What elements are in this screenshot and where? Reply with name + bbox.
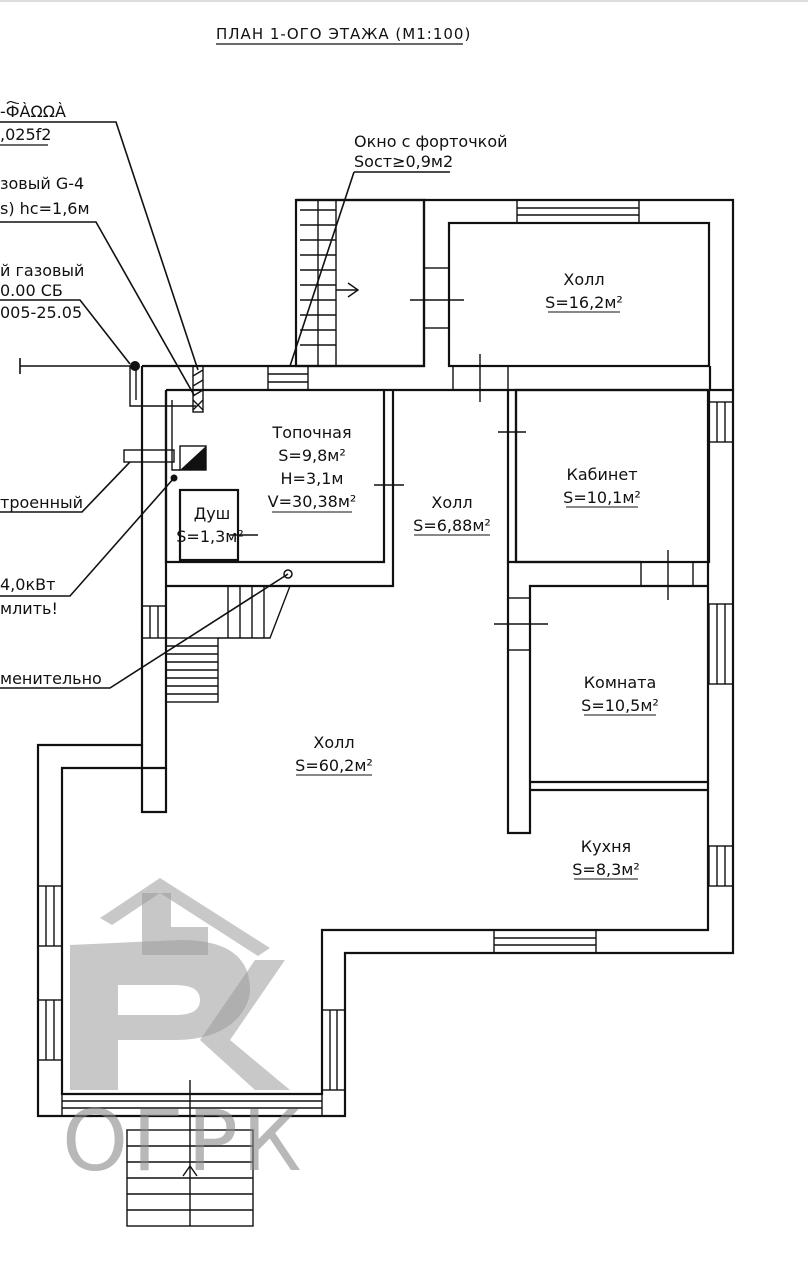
built-in-annotation: троенный xyxy=(0,493,83,512)
hall-top-area: S=16,2м² xyxy=(545,293,623,312)
watermark-text: ОГРК xyxy=(62,1092,306,1190)
gas-annotation-line-1: -Ф҇ÀΩΩÀ xyxy=(0,101,66,121)
watermark-logo: ОГРК xyxy=(62,878,306,1190)
annotations: -Ф҇ÀΩΩÀ ,025f2 зовый G-4 s) hc=1,6м й га… xyxy=(0,101,508,688)
window-annotation-line-1: Окно с форточкой xyxy=(354,132,508,151)
stair-inner xyxy=(165,585,292,703)
meter-annotation-line-1: зовый G-4 xyxy=(0,174,84,193)
plan-title: ПЛАН 1-ОГО ЭТАЖА (М1:100) xyxy=(216,25,471,43)
hall-main-name: Холл xyxy=(313,733,354,752)
valve-annotation-line-1: й газовый xyxy=(0,261,84,280)
office-name: Кабинет xyxy=(566,465,637,484)
kitchen-name: Кухня xyxy=(581,837,631,856)
interior-walls xyxy=(37,388,734,1117)
shower-area: S=1,3м² xyxy=(176,527,244,546)
leader-lines xyxy=(0,121,450,689)
power-annotation-line-1: 4,0кВт xyxy=(0,575,55,594)
gas-annotation-line-2: ,025f2 xyxy=(0,125,51,144)
gas-equipment xyxy=(19,358,207,482)
entrance-stair xyxy=(126,1080,254,1227)
office-area: S=10,1м² xyxy=(563,488,641,507)
window-annotation-line-2: Sост≥0,9м2 xyxy=(354,152,453,171)
valve-annotation-line-2: 0.00 СБ xyxy=(0,281,63,300)
room-area: S=10,5м² xyxy=(581,696,659,715)
boiler-height: H=3,1м xyxy=(281,469,344,488)
boiler-name: Топочная xyxy=(271,423,351,442)
boiler-volume: V=30,38м² xyxy=(268,492,357,511)
shower-name: Душ xyxy=(194,504,231,523)
room-name: Комната xyxy=(584,673,657,692)
power-annotation-line-2: млить! xyxy=(0,599,58,618)
optional-annotation: менительно xyxy=(0,669,102,688)
hall-top-name: Холл xyxy=(563,270,604,289)
kitchen-area: S=8,3м² xyxy=(572,860,640,879)
hall-main-area: S=60,2м² xyxy=(295,756,373,775)
boiler-area: S=9,8м² xyxy=(278,446,346,465)
valve-annotation-line-3: 005-25.05 xyxy=(0,303,82,322)
hall-mid-area: S=6,88м² xyxy=(413,516,491,535)
hall-mid-name: Холл xyxy=(431,493,472,512)
meter-annotation-line-2: s) hc=1,6м xyxy=(0,199,90,218)
room-labels: Холл S=16,2м² Топочная S=9,8м² H=3,1м V=… xyxy=(176,270,659,880)
